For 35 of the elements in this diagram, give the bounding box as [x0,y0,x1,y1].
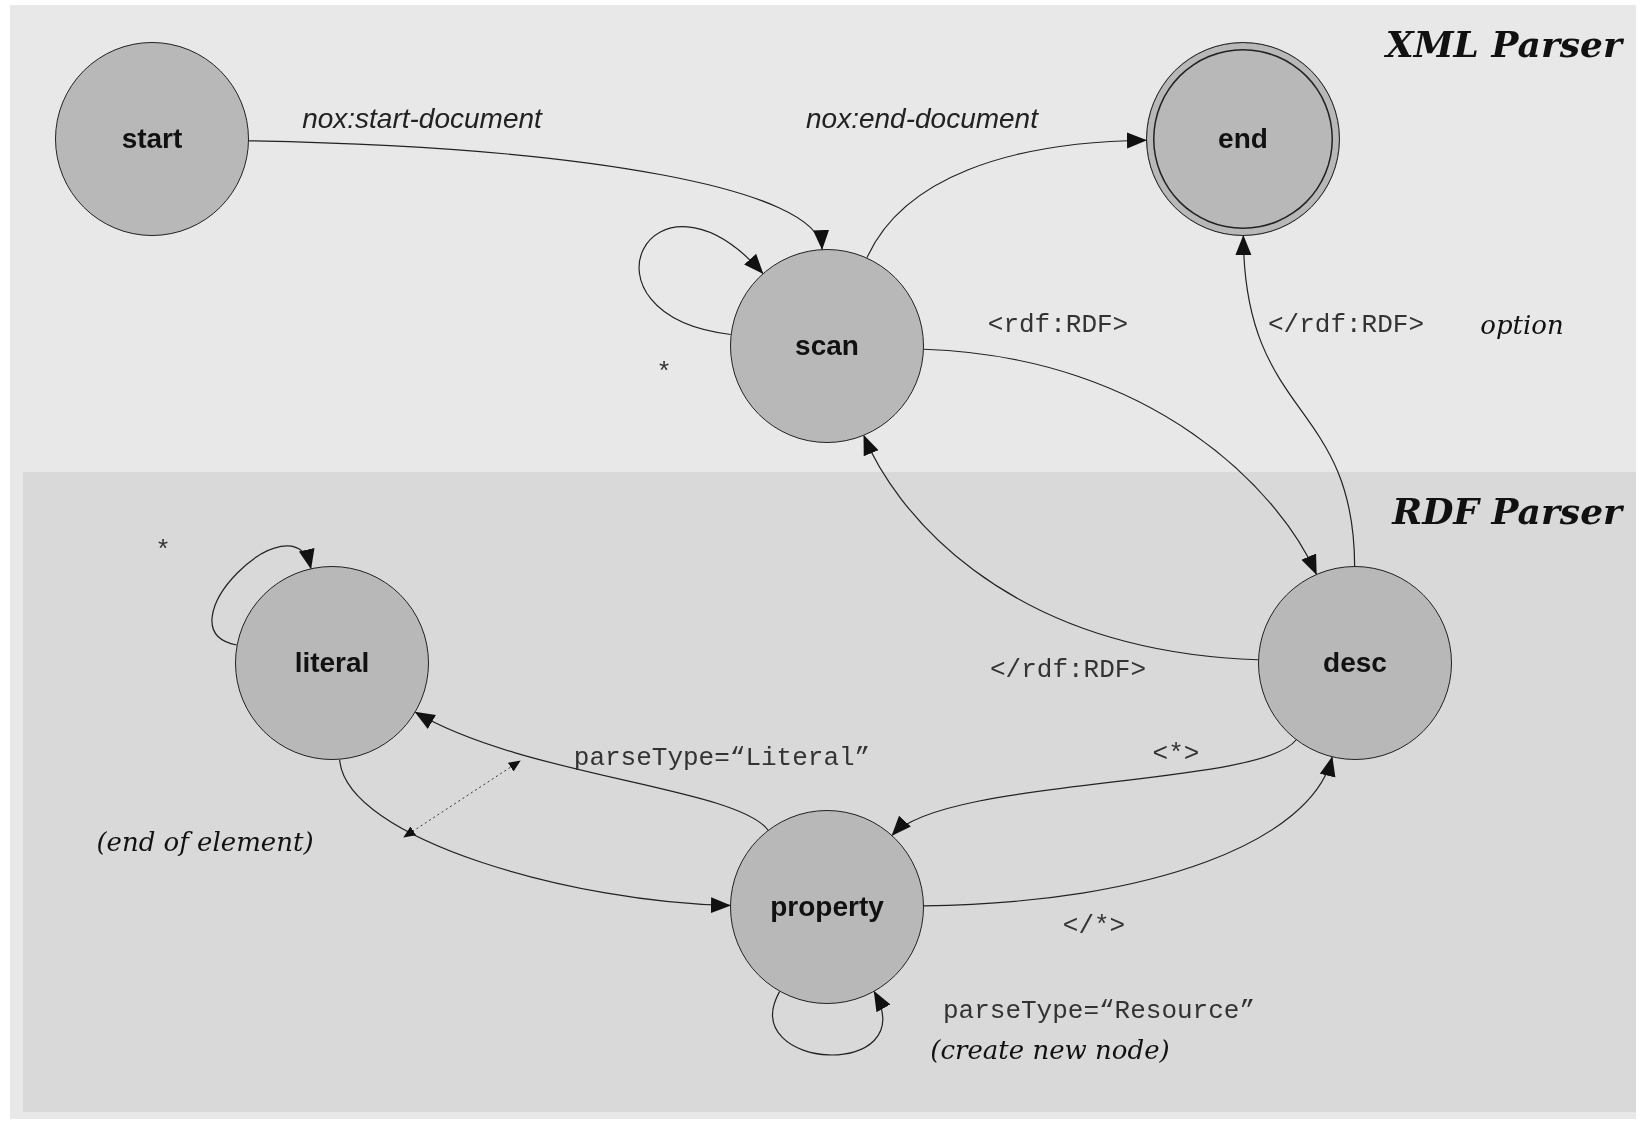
edge-label: parseType=“Resource” [942,996,1256,1026]
region-title: XML Parser [1385,23,1622,65]
state-name: start [121,123,183,155]
edge-label: * [155,536,171,566]
transition-arrow [414,711,769,831]
state-name: desc [1323,647,1387,679]
edge-label: parseType=“Literal” [573,743,871,773]
edge-label: <*> [1152,739,1200,769]
note-text: option [1480,310,1564,340]
note-text: (create new node) [930,1035,1170,1065]
transition-arrow [866,132,1147,259]
region-band [23,472,1636,1112]
region-title: RDF Parser [1392,490,1622,532]
transition-arrow [863,434,1259,661]
transition-arrow [638,226,764,336]
transition-arrow [772,990,889,1056]
edge-label: * [656,358,672,388]
edge-label: <rdf:RDF> [987,310,1129,340]
state-name: end [1218,123,1268,155]
transition-arrow [339,759,731,913]
edge-label: </*> [1062,911,1126,941]
edge-label: </rdf:RDF> [990,655,1146,685]
region-band [10,5,1636,1119]
transition-arrow [923,756,1333,907]
transition-arrow [211,545,312,646]
transition-arrow [891,739,1297,836]
transition-arrow [923,348,1317,575]
edge-label: </rdf:RDF> [1268,310,1424,340]
state-name: scan [795,330,859,362]
edge-label: (end of element) [96,827,314,857]
edge-label: nox:end-document [806,103,1038,135]
transition-arrow [1236,235,1356,567]
state-name: literal [294,647,370,679]
edge-label: nox:start-document [302,103,542,135]
state-name: property [770,891,884,923]
